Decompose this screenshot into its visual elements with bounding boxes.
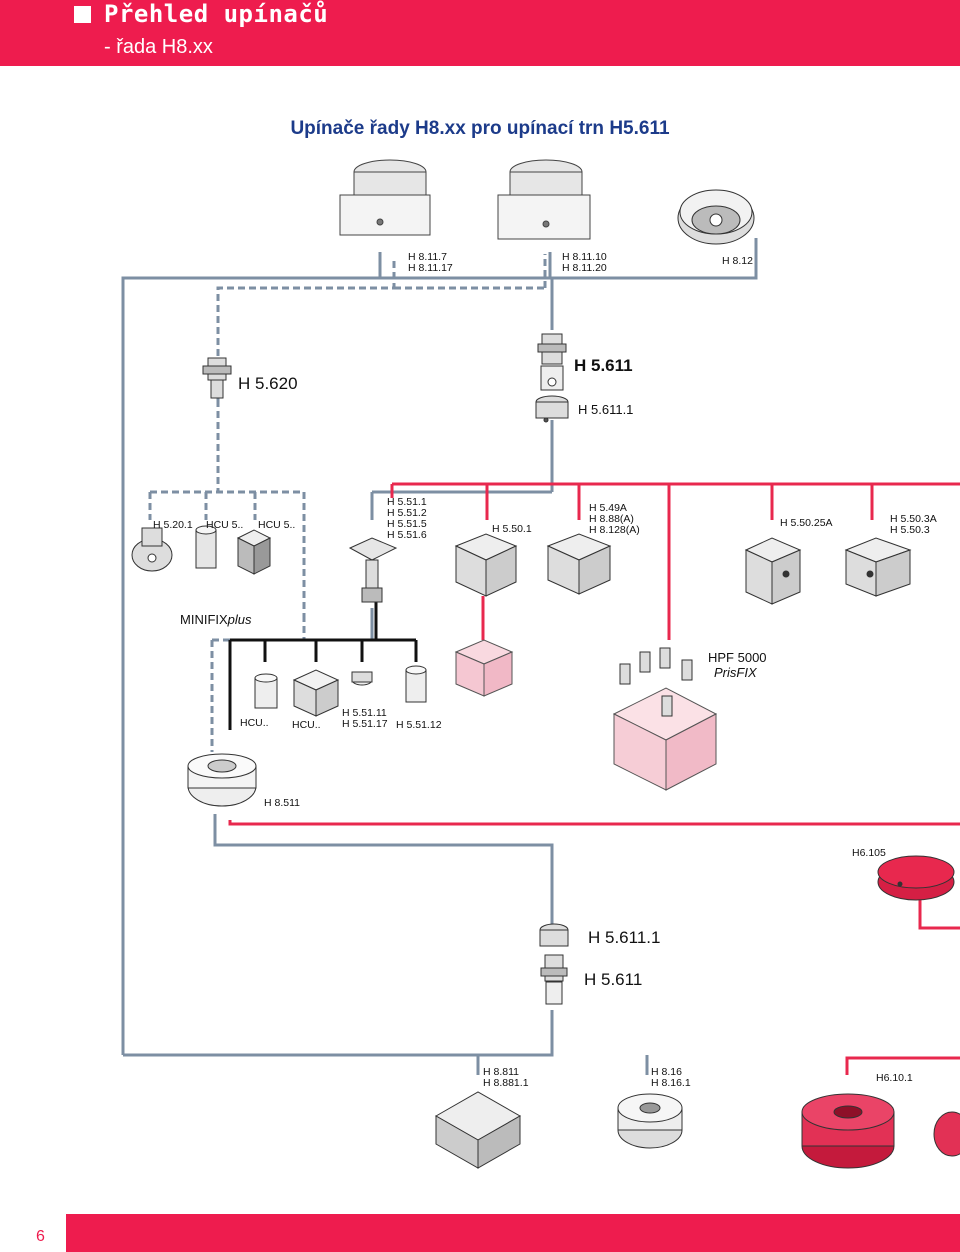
h5-50-3a-vise-icon [844,537,912,597]
label-prisfix: PrisFIX [714,665,757,680]
label-h5-49a: H 5.49A H 8.88(A) H 8.128(A) [589,502,640,536]
blue-dashed-lines [148,254,547,752]
label-h5-611-top: H 5.611 [574,356,633,375]
label-h6-10-1: H6.10.1 [876,1072,913,1084]
label-h8-12: H 8.12 [722,255,753,267]
header-title: Přehled upínačů [104,0,329,28]
h8-811-block-icon [434,1091,522,1169]
label-h5-50-1: H 5.50.1 [492,523,532,535]
label-h8-11-7: H 8.11.7 H 8.11.17 [408,251,453,274]
hcu-cylinder-icon [254,673,278,709]
label-h5-611-1-top: H 5.611.1 [578,402,634,417]
clamp-overview-diagram [121,159,960,1169]
label-h8-811: H 8.811 H 8.881.1 [483,1066,529,1089]
label-minifix: MINIFIXplus [180,612,252,627]
h5-611-pin-icon [537,333,567,391]
label-h5-51: H 5.51.1 H 5.51.2 H 5.51.5 H 5.51.6 [387,496,427,541]
pink-cube-icon [454,639,514,697]
label-hcu-a: HCU.. [240,717,269,729]
h6-10-1-chuck-icon [801,1093,960,1169]
h8-11-10-clamp-icon [497,159,591,240]
label-hcu5-b: HCU 5.. [258,519,296,531]
h6-105-chuck-icon [877,855,955,901]
label-h8-511: H 8.511 [264,797,300,809]
hcu-cube-icon [292,669,340,717]
h5-20-1-chuck-icon [131,527,173,572]
label-h5-611-bottom: H 5.611 [584,970,643,989]
label-h5-20-1: H 5.20.1 [153,519,193,531]
page-header: Přehled upínačů - řada H8.xx [0,0,960,66]
label-h5-51-11: H 5.51.11 H 5.51.17 [342,707,388,730]
page-footer: 6 [0,1214,960,1252]
h5-51-vise-icon [348,537,398,603]
hcu5-cube-icon [236,529,272,575]
h5-50-1-vise-icon [454,533,518,597]
h5-51-11-chuck-icon [351,671,373,686]
label-hcu-b: HCU.. [292,719,321,731]
h8-511-chuck-icon [187,753,257,807]
page-number-box: 6 [0,1214,66,1252]
h5-49a-vise-icon [546,533,612,595]
h8-16-chuck-icon [617,1093,683,1149]
red-connector-lines [228,482,960,1075]
diagram-title: Upínače řady H8.xx pro upínací trn H5.61… [290,118,670,139]
h5-611-pin-bottom-icon [540,954,568,1005]
blue-connector-lines [121,238,758,1075]
label-h5-620: H 5.620 [238,374,298,393]
label-h5-50-3a: H 5.50.3A H 5.50.3 [890,513,937,536]
label-h5-51-12: H 5.51.12 [396,719,442,731]
h8-12-clamp-icon [677,189,755,245]
black-connector-lines [228,602,418,730]
label-h5-50-25a: H 5.50.25A [780,517,833,529]
label-hpf-5000: HPF 5000 [708,650,767,665]
label-hcu5-a: HCU 5.. [206,519,244,531]
header-square-icon [74,6,91,23]
hpf-5000-prisfix-icon [612,647,718,791]
label-minifix-plus: plus [227,612,252,627]
label-h8-16: H 8.16 H 8.16.1 [651,1066,691,1089]
h5-611-1-nut-icon [535,395,569,423]
h5-50-25a-vise-icon [744,537,802,605]
header-subtitle: - řada H8.xx [104,36,213,58]
page-number: 6 [36,1228,45,1245]
hcu5-cylinder-icon [195,525,217,569]
h8-11-7-clamp-icon [339,159,431,236]
label-minifix-main: MINIFIX [180,612,228,627]
label-h6-105: H6.105 [852,847,886,859]
h5-611-1-nut-bottom-icon [539,923,569,947]
label-h5-611-1-bottom: H 5.611.1 [588,928,661,947]
h5-620-pin-icon [202,357,232,399]
label-h8-11-10: H 8.11.10 H 8.11.20 [562,251,607,274]
h5-51-12-cylinder-icon [405,665,427,703]
